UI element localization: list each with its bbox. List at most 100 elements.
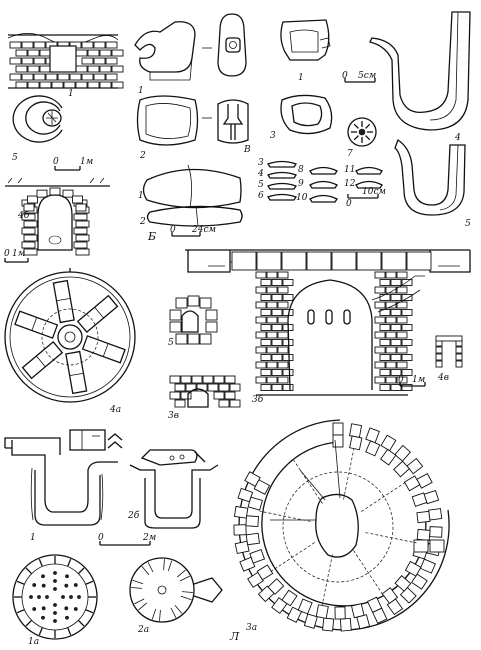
vent-hole: [53, 579, 57, 583]
section-brick: [396, 316, 408, 324]
chamber-brick: [455, 346, 463, 354]
ring-brick: [281, 589, 298, 607]
arch-brick: [36, 189, 48, 198]
scale-2m-label: 2м: [142, 533, 156, 543]
section-brick: [379, 384, 391, 391]
wall-brick: [81, 57, 94, 65]
flue-line: [361, 482, 405, 512]
section-brick: [260, 294, 272, 301]
wall-brick: [99, 65, 112, 73]
label-4v: 4в: [437, 373, 449, 383]
label-b5: 5: [258, 180, 264, 190]
fig-4a-plan: 4а: [4, 268, 136, 415]
label-7: 7: [347, 149, 353, 159]
chamber-brick: [199, 333, 212, 345]
small-brick: [309, 180, 338, 189]
section-block: [231, 251, 257, 271]
ring-brick: [332, 422, 344, 436]
arch-brick: [23, 203, 35, 212]
ring-brick: [245, 515, 260, 528]
vent-hole: [65, 615, 69, 620]
wheel-spoke: [353, 123, 359, 129]
rim-notch: [85, 609, 94, 614]
section-brick: [374, 286, 386, 294]
section-brick: [277, 361, 289, 369]
section-brick: [379, 324, 391, 331]
wall-brick: [33, 41, 46, 49]
vent-hole: [65, 574, 69, 579]
small-brick: [309, 194, 338, 203]
small-brick: [266, 160, 298, 168]
section-brick: [266, 271, 278, 279]
rim-notch: [77, 567, 85, 575]
section-brick: [385, 286, 397, 294]
vent-hole: [61, 595, 65, 599]
rim-slot-edge: [170, 604, 183, 618]
chamber-brick: [202, 375, 214, 384]
wall-brick: [15, 81, 28, 89]
section-brick: [385, 361, 397, 369]
section-brick: [390, 294, 402, 301]
section-brick: [390, 309, 402, 316]
section-brick: [277, 301, 289, 309]
section-brick: [282, 384, 294, 391]
chamber-brick: [229, 399, 241, 408]
chamber-brick: [213, 375, 225, 384]
chamber-brick: [187, 295, 200, 307]
wall-brick: [93, 41, 106, 49]
vent-hole: [32, 607, 37, 611]
ring-brick: [233, 505, 249, 519]
rim-slot-edge: [163, 559, 173, 572]
plate-letter: Л: [229, 630, 240, 643]
section-brick: [401, 279, 413, 286]
label-4b: 4б: [17, 210, 30, 221]
wall-opening: [49, 45, 77, 73]
small-brick: [355, 166, 383, 175]
label-b12: 12: [344, 179, 356, 189]
vent-hole: [41, 574, 45, 579]
section-brick: [271, 324, 283, 331]
flue-channel: [52, 279, 75, 324]
ring-brick: [350, 603, 365, 619]
rim-slot: [142, 562, 154, 575]
label-4a: 4а: [109, 405, 121, 415]
wall-brick: [111, 81, 124, 89]
vent-hole: [41, 615, 45, 620]
arch-brick: [23, 220, 38, 228]
vent-hole: [73, 583, 78, 587]
wheel-spoke: [365, 123, 371, 129]
fig-7-wheel: 7: [347, 117, 377, 159]
label-1a: 1а: [28, 637, 39, 647]
section-brick: [271, 384, 283, 391]
arch-brick: [75, 203, 87, 212]
section-brick: [390, 384, 402, 391]
vent-hole: [45, 595, 49, 599]
section-brick: [385, 331, 397, 339]
arch-brick: [75, 248, 90, 256]
label-kiln-1: 1: [30, 533, 36, 543]
chamber-brick: [213, 391, 225, 400]
section-brick: [385, 316, 397, 324]
section-brick: [277, 286, 289, 294]
section-brick: [255, 331, 267, 339]
label-piece-1: 1: [138, 86, 144, 96]
flue-line: [321, 554, 333, 606]
section-brick: [260, 369, 272, 376]
section-brick: [260, 354, 272, 361]
section-brick: [282, 369, 294, 376]
vent-hole: [69, 595, 73, 599]
ring-brick: [349, 435, 363, 451]
flue-divider: [56, 297, 71, 302]
fig-wall-section: 1: [7, 33, 124, 99]
section-brick: [266, 346, 278, 354]
section-brick: [396, 286, 408, 294]
section-brick: [390, 354, 402, 361]
section-brick: [374, 316, 386, 324]
label-b3: 3: [258, 158, 264, 168]
section-brick: [379, 294, 391, 301]
wall-brick: [75, 49, 88, 57]
rim-slot: [131, 581, 143, 589]
section-brick: [260, 324, 272, 331]
rim-slot-edge: [176, 569, 190, 582]
